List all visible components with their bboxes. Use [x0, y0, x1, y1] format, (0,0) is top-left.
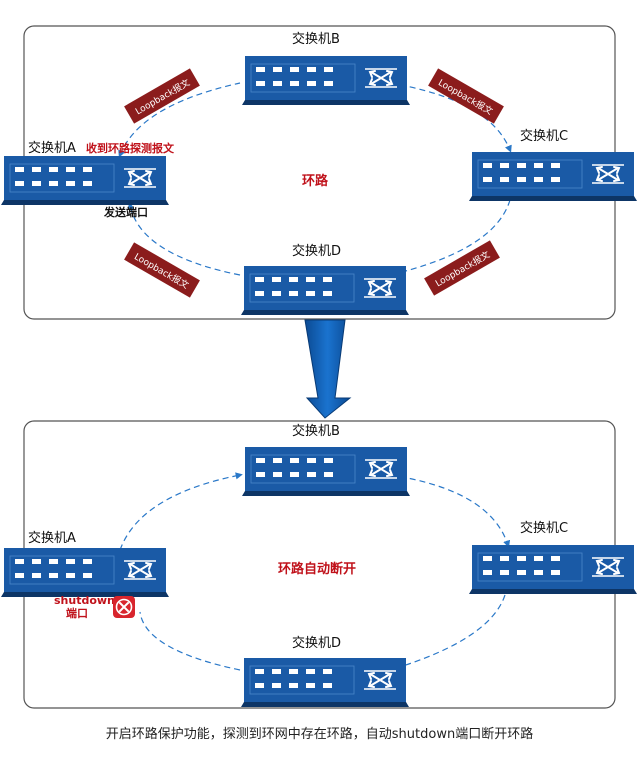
send-port-label: 发送端口 [103, 205, 148, 219]
bottom-switch-D: 交换机D [240, 635, 410, 708]
bottom-loop [119, 472, 511, 673]
switch-icon [0, 155, 170, 206]
switch-B-label: 交换机B [292, 423, 340, 439]
loop-broken-label: 环路自动断开 [278, 561, 356, 577]
shutdown-port-label: 端口 [66, 606, 88, 620]
bottom-switch-C: 交换机C [468, 520, 638, 595]
switch-D-label: 交换机D [292, 243, 341, 259]
loop-label: 环路 [302, 173, 329, 189]
switch-icon [240, 265, 410, 316]
bottom-switch-B: 交换机B [241, 423, 411, 497]
switch-icon [240, 657, 410, 708]
figure-caption: 开启环路保护功能，探测到环网中存在环路，自动shutdown端口断开环路 [105, 727, 534, 742]
bottom-switch-A: 交换机A [0, 530, 170, 598]
switch-icon [241, 446, 411, 497]
switch-icon [468, 151, 638, 202]
down-arrow-icon [304, 319, 352, 419]
switch-B-label: 交换机B [292, 31, 340, 47]
top-switch-B: 交换机B [241, 31, 411, 106]
switch-icon [468, 544, 638, 595]
top-switch-A: 交换机A [0, 140, 170, 206]
switch-icon [241, 55, 411, 106]
shutdown-label: shutdown [54, 594, 115, 607]
received-label: 收到环路探测报文 [86, 141, 175, 155]
switch-A-label: 交换机A [28, 530, 76, 546]
switch-icon [0, 547, 170, 598]
shutdown-x-icon [113, 596, 135, 618]
top-switch-C: 交换机C [468, 128, 638, 202]
switch-C-label: 交换机C [520, 520, 568, 536]
switch-C-label: 交换机C [520, 128, 568, 144]
top-switch-D: 交换机D [240, 243, 410, 316]
switch-A-label: 交换机A [28, 140, 76, 156]
switch-D-label: 交换机D [292, 635, 341, 651]
